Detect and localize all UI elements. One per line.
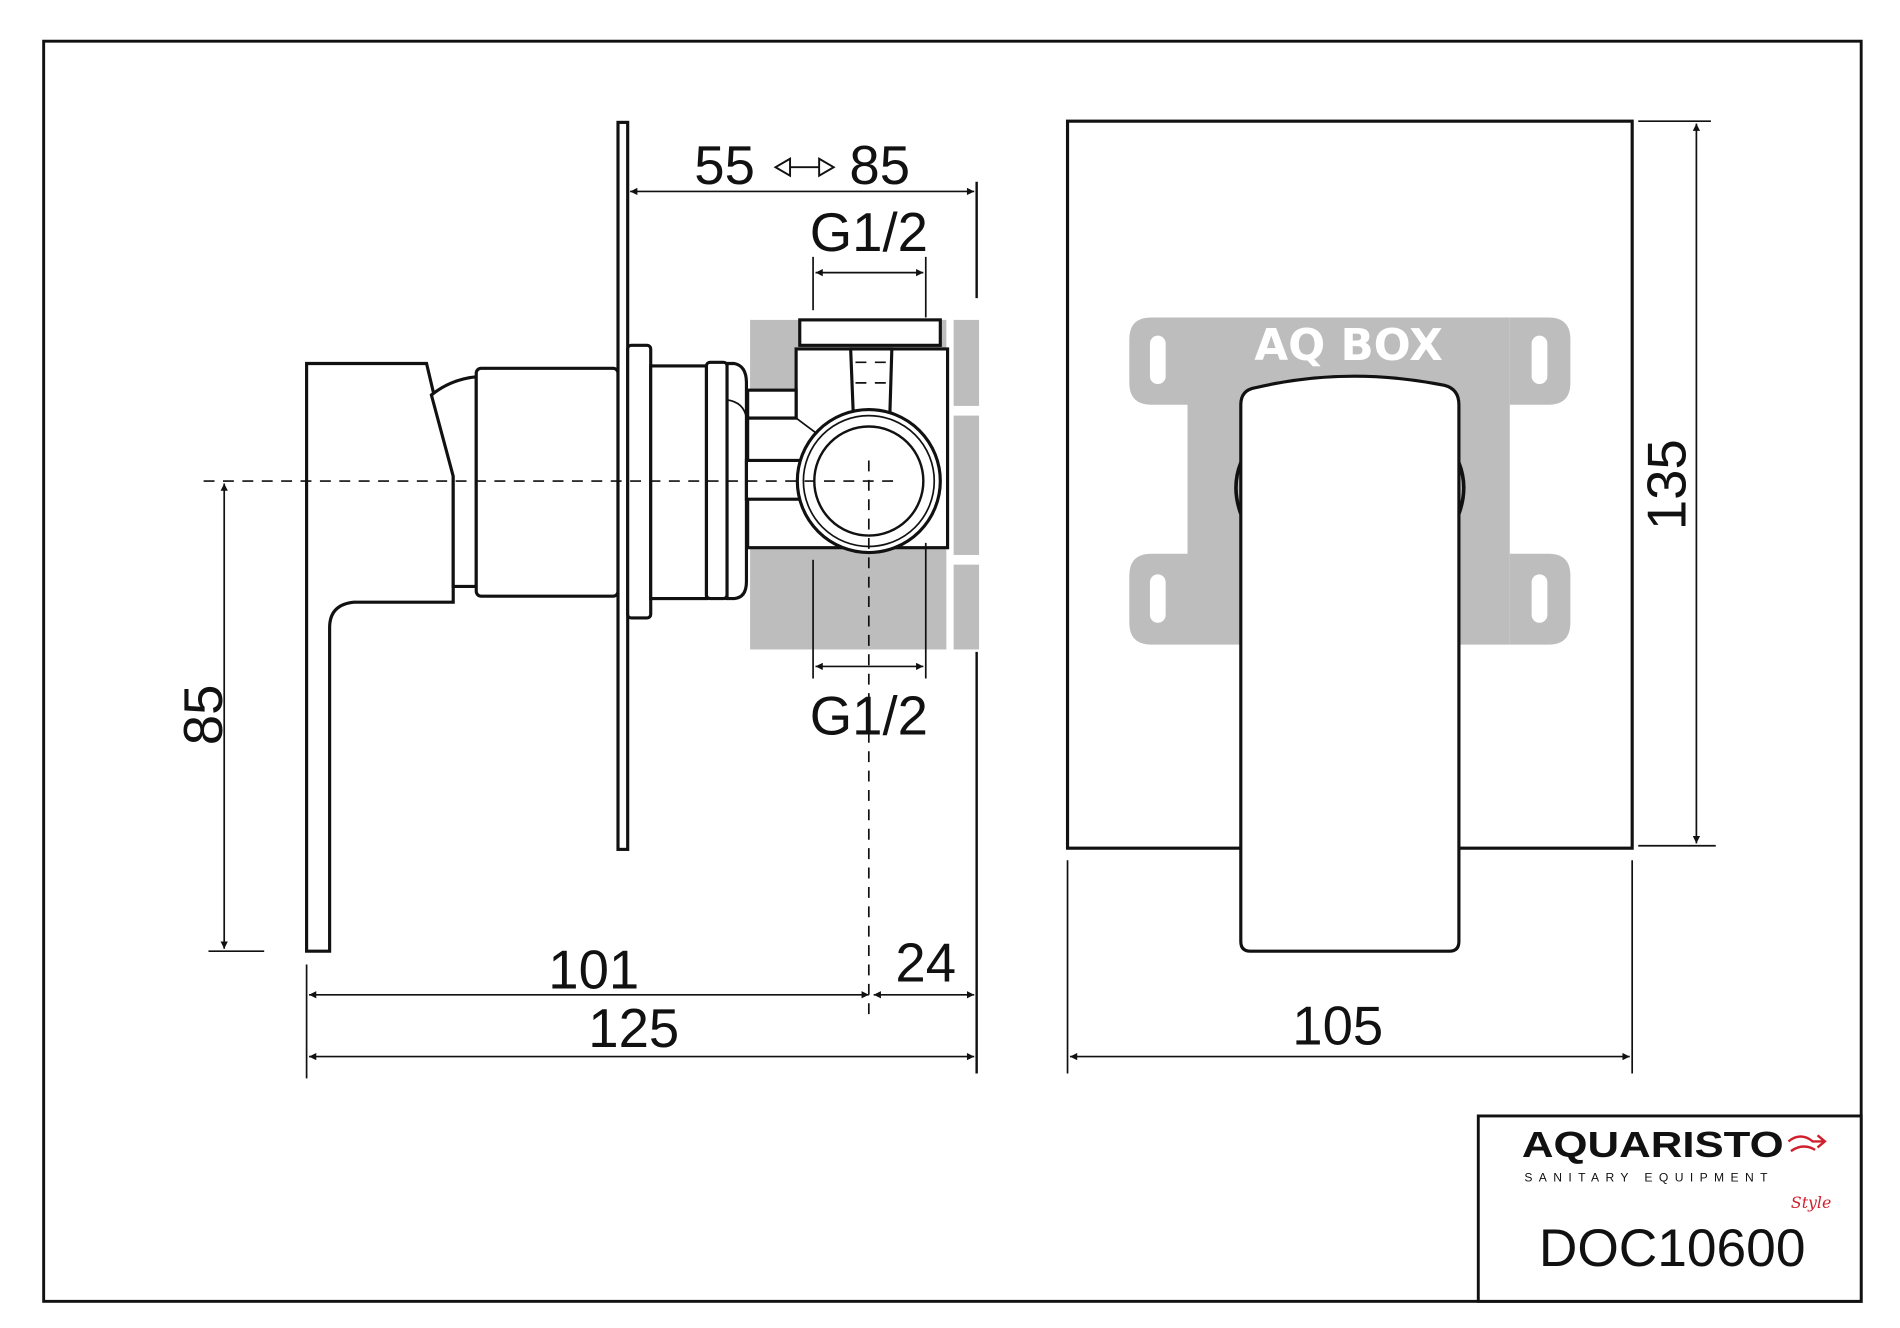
aq-box-label: AQ BOX (1254, 321, 1442, 371)
dim-thread-top: G1/2 (810, 202, 928, 263)
dim-depth-min: 55 (694, 135, 755, 196)
dim-plate-width: 105 (1292, 995, 1383, 1056)
drawing-frame (42, 39, 1863, 1303)
brand-logo: AQUARISTO SANITARY EQUIPMENT Style (1522, 1124, 1831, 1212)
dim-handle-height: 85 (173, 685, 234, 746)
title-block: AQUARISTO SANITARY EQUIPMENT Style DOC10… (1476, 1114, 1863, 1303)
dim-axis-to-back: 24 (895, 932, 956, 993)
dim-depth-max: 85 (849, 135, 910, 196)
brand-script: Style (1791, 1193, 1831, 1212)
dim-thread-bottom: G1/2 (810, 685, 928, 746)
front-lever-handle (1239, 374, 1461, 953)
document-code: DOC10600 (1539, 1219, 1806, 1278)
range-arrow-icon (773, 157, 836, 178)
brand-swoosh-icon (1787, 1134, 1827, 1153)
brand-subtitle: SANITARY EQUIPMENT (1524, 1172, 1774, 1184)
side-dimensions: 55 85 G1/2 G1/2 85 101 24 125 (173, 135, 978, 1079)
mixer-body (474, 366, 620, 598)
front-view: AQ BOX 135 105 (1065, 119, 1716, 1074)
brand-name: AQUARISTO (1522, 1124, 1784, 1165)
dim-length-to-axis: 101 (548, 940, 639, 1001)
dim-plate-height: 135 (1636, 439, 1697, 530)
dim-total-length: 125 (588, 998, 679, 1059)
side-view (203, 120, 980, 1016)
